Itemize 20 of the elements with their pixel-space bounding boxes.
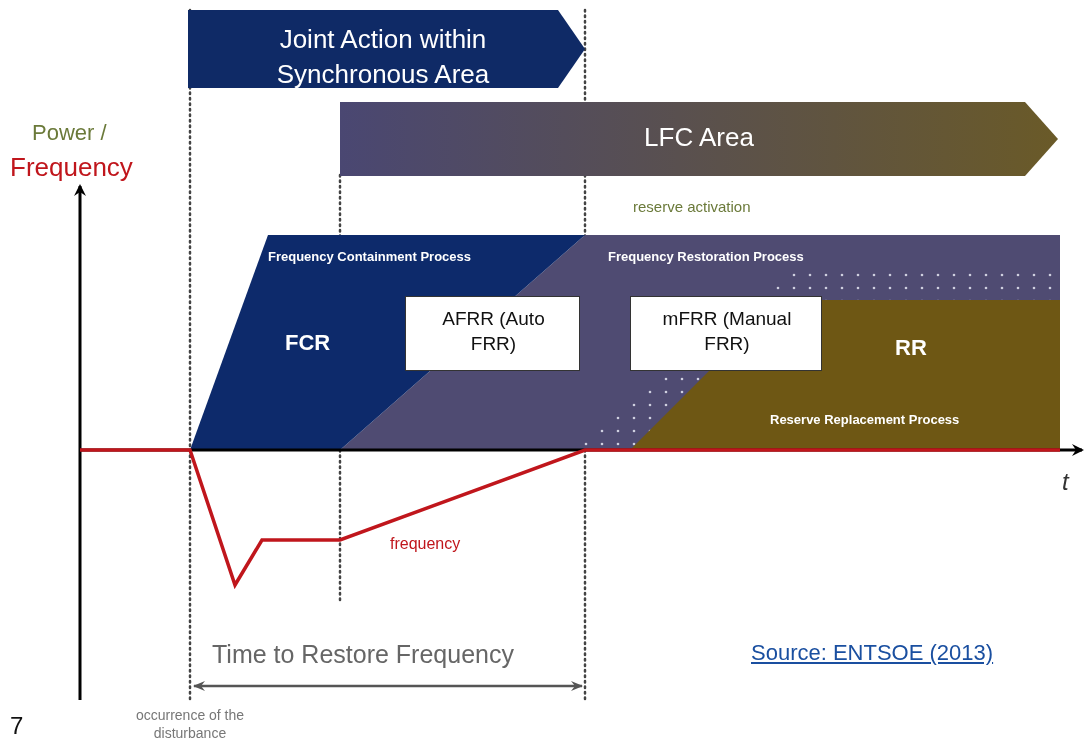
area-title: FCR [285, 330, 331, 356]
reserve-box [630, 296, 822, 371]
source-link: Source: ENTSOE (2013) [751, 640, 994, 666]
axis-title: Frequency [10, 152, 133, 183]
process-label: Reserve Replacement Process [770, 412, 960, 427]
page-number: 7 [10, 712, 24, 740]
dimension-label: Time to Restore Frequency [212, 640, 514, 669]
process-label: Frequency Containment Process [268, 249, 471, 264]
annotation-text: occurrence of the disturbance [134, 706, 246, 743]
axis-label: t [1062, 468, 1069, 496]
area-title: RR [895, 335, 927, 361]
curve-label: frequency [390, 535, 461, 553]
reserve-label: mFRR (Manual FRR) [661, 307, 793, 356]
annotation-text: reserve activation [633, 198, 751, 215]
banner-arrow [188, 10, 585, 88]
reserve-label: AFRR (Auto FRR) [441, 307, 546, 356]
area-title: Joint Action within Synchronous Area [275, 23, 491, 92]
area-title: LFC Area [643, 122, 755, 153]
axis-title: Power / [32, 120, 107, 146]
process-label: Frequency Restoration Process [608, 249, 804, 264]
